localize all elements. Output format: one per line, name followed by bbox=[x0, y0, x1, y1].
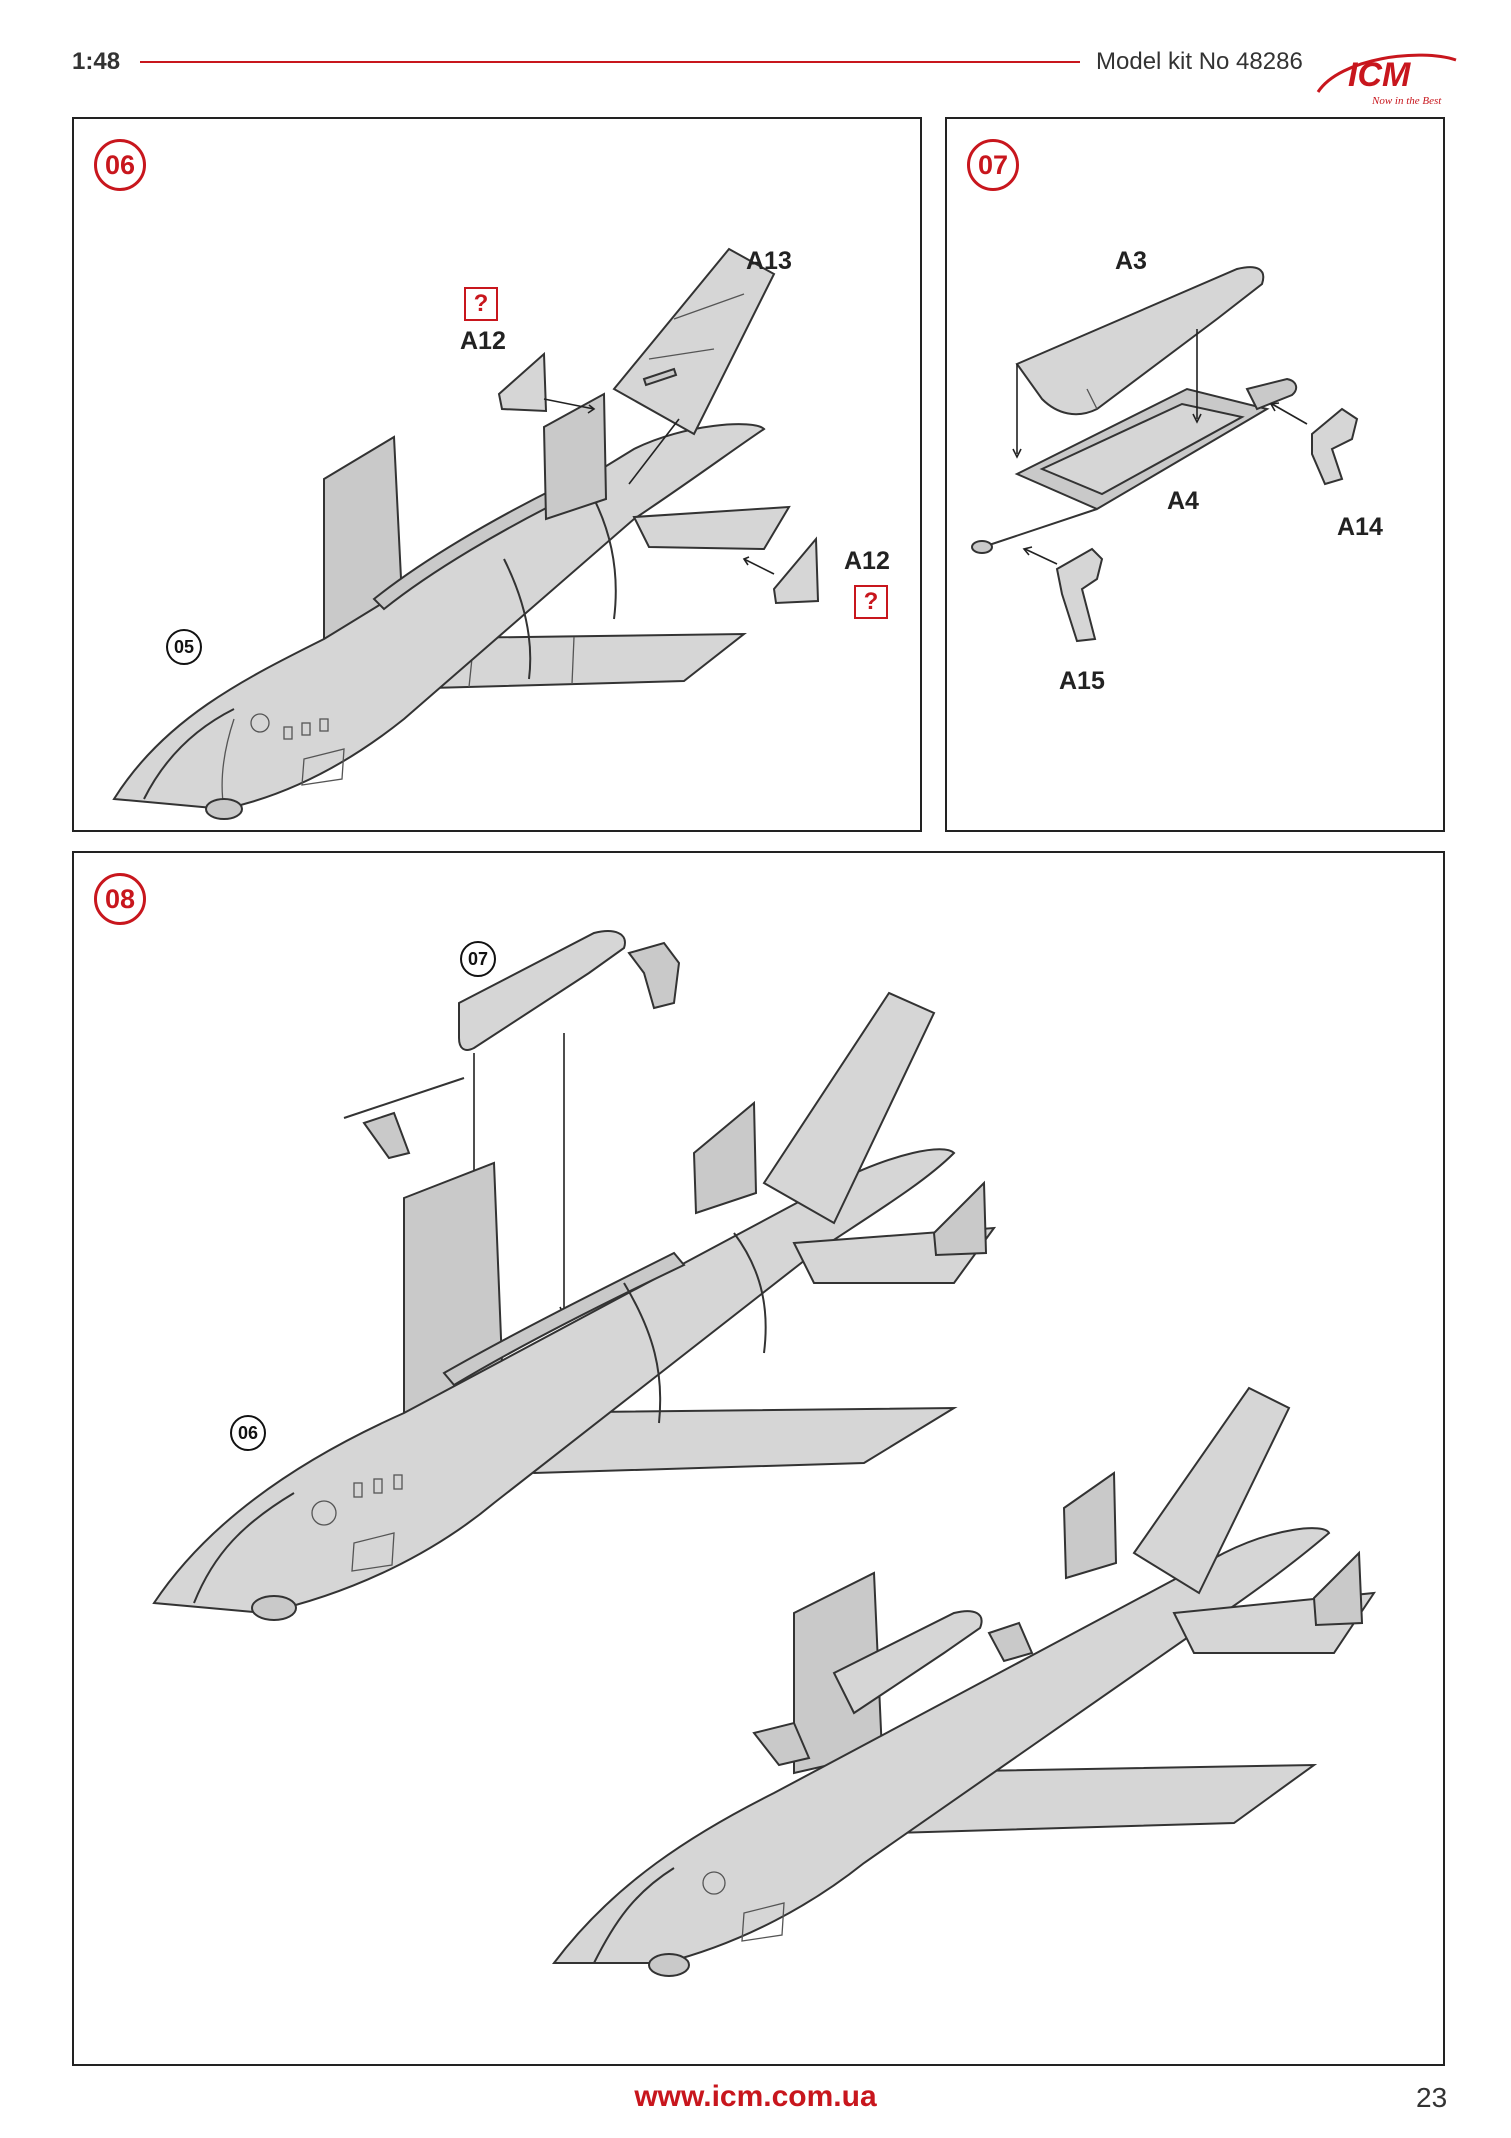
step-06-drawing bbox=[112, 247, 820, 820]
step-07-drawing bbox=[971, 266, 1359, 643]
scale-label: 1:48 bbox=[72, 48, 121, 75]
step-08-ref-07: 07 bbox=[460, 941, 496, 977]
step-08-drawing bbox=[152, 930, 1377, 1977]
header-rule bbox=[140, 61, 1080, 63]
step-06-qmark-top: ? bbox=[464, 287, 498, 321]
icm-logo: ICM Now in the Best bbox=[1310, 48, 1460, 110]
step-06-qmark-right: ? bbox=[854, 585, 888, 619]
step-07-badge: 07 bbox=[967, 139, 1019, 191]
part-label-a14: A14 bbox=[1337, 513, 1383, 541]
part-label-a12-top: A12 bbox=[460, 327, 506, 355]
step-06-panel: 06 05 A13 ? A12 A12 ? bbox=[72, 117, 922, 832]
page-number: 23 bbox=[1416, 2082, 1448, 2113]
logo-tagline: Now in the Best bbox=[1371, 95, 1442, 107]
part-label-a15: A15 bbox=[1059, 667, 1105, 695]
step-06-badge: 06 bbox=[94, 139, 146, 191]
step-06-ref-05: 05 bbox=[166, 629, 202, 665]
part-label-a3: A3 bbox=[1115, 247, 1147, 275]
step-08-badge: 08 bbox=[94, 873, 146, 925]
part-label-a4: A4 bbox=[1167, 487, 1199, 515]
step-07-panel: 07 A3 A4 A14 A15 bbox=[945, 117, 1445, 832]
step-08-panel: 08 07 06 bbox=[72, 851, 1445, 2066]
part-label-a13: A13 bbox=[746, 247, 792, 275]
step-08-ref-06: 06 bbox=[230, 1415, 266, 1451]
kit-number: Model kit No 48286 bbox=[1096, 48, 1303, 75]
icm-logo-graphic: ICM Now in the Best bbox=[1316, 53, 1457, 107]
logo-text: ICM bbox=[1348, 56, 1411, 94]
part-label-a12-right: A12 bbox=[844, 547, 890, 575]
footer-url[interactable]: www.icm.com.ua bbox=[634, 2080, 877, 2113]
